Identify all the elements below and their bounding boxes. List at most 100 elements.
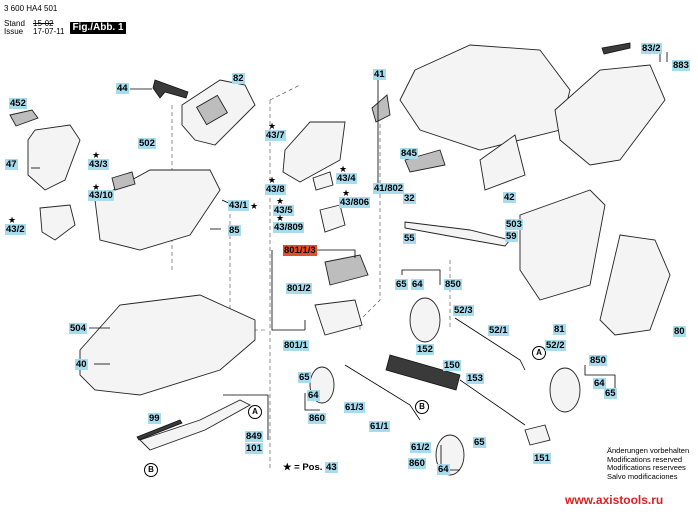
part-label-82[interactable]: 82 bbox=[232, 73, 245, 84]
lower-housing-40-shape bbox=[79, 294, 256, 396]
part-label-65[interactable]: 65 bbox=[473, 437, 486, 448]
part-label-43-2[interactable]: 43/2 bbox=[5, 224, 26, 235]
part-label-43-4[interactable]: 43/4 bbox=[336, 173, 357, 184]
part-label-85[interactable]: 85 bbox=[228, 225, 241, 236]
part-label-64[interactable]: 64 bbox=[307, 390, 320, 401]
part-label-41-802[interactable]: 41/802 bbox=[373, 183, 405, 194]
star-icon: ★ bbox=[268, 175, 277, 185]
part-label-83-2[interactable]: 83/2 bbox=[641, 43, 662, 54]
rear-cover-883-shape bbox=[554, 64, 666, 166]
part-label-152[interactable]: 152 bbox=[416, 344, 434, 355]
part-label-64[interactable]: 64 bbox=[411, 279, 424, 290]
part-label-65[interactable]: 65 bbox=[298, 372, 311, 383]
part-label-99[interactable]: 99 bbox=[148, 413, 161, 424]
part-label-43-7[interactable]: 43/7 bbox=[265, 130, 286, 141]
badge-452-shape bbox=[9, 109, 39, 127]
star-icon: ★ bbox=[250, 201, 259, 211]
part-label-41[interactable]: 41 bbox=[373, 69, 386, 80]
part-label-61-1[interactable]: 61/1 bbox=[369, 421, 390, 432]
front-cover-47-shape bbox=[27, 124, 81, 191]
part-41-flap-shape bbox=[371, 94, 391, 123]
deck-41-shape bbox=[399, 44, 571, 151]
shaft-153-shape bbox=[459, 379, 526, 426]
note-line: Änderungen vorbehalten bbox=[607, 446, 690, 455]
part-label-860[interactable]: 860 bbox=[308, 413, 326, 424]
part-label-59[interactable]: 59 bbox=[505, 231, 518, 242]
part-43-806-shape bbox=[319, 204, 346, 233]
part-label-504[interactable]: 504 bbox=[69, 323, 87, 334]
cover-keypad-shape bbox=[195, 94, 229, 126]
part-label-801-1[interactable]: 801/1 bbox=[283, 340, 309, 351]
part-label-61-2[interactable]: 61/2 bbox=[410, 442, 431, 453]
part-label-850[interactable]: 850 bbox=[589, 355, 607, 366]
part-label-43-10[interactable]: 43/10 bbox=[88, 190, 114, 201]
part-label-64[interactable]: 64 bbox=[593, 378, 606, 389]
part-label-153[interactable]: 153 bbox=[466, 373, 484, 384]
part-label-42[interactable]: 42 bbox=[503, 192, 516, 203]
marker-a: A bbox=[248, 405, 262, 419]
part-label-40[interactable]: 40 bbox=[75, 359, 88, 370]
star-icon: ★ bbox=[92, 182, 101, 192]
part-151-shape bbox=[524, 424, 551, 446]
part-label-32[interactable]: 32 bbox=[403, 193, 416, 204]
part-label-52-2[interactable]: 52/2 bbox=[545, 340, 566, 351]
grass-box-80-shape bbox=[599, 234, 671, 336]
motor-cover-43-7-shape bbox=[282, 121, 346, 183]
part-label-43-809[interactable]: 43/809 bbox=[273, 222, 305, 233]
issue-value: 17-07-11 bbox=[33, 27, 65, 36]
part-label-43-806[interactable]: 43/806 bbox=[339, 197, 371, 208]
leader-line bbox=[584, 365, 616, 390]
figure-label: Fig./Abb. 1 bbox=[70, 22, 126, 34]
part-label-55[interactable]: 55 bbox=[403, 233, 416, 244]
motor-801-1-shape bbox=[314, 299, 363, 336]
part-43-4-shape bbox=[312, 171, 334, 191]
blade-55-shape bbox=[404, 221, 511, 247]
part-label-43-8[interactable]: 43/8 bbox=[265, 184, 286, 195]
part-43-2-shape bbox=[39, 204, 76, 241]
part-label-81[interactable]: 81 bbox=[553, 324, 566, 335]
note-line: Modifications reservees bbox=[607, 463, 686, 472]
part-label-503[interactable]: 503 bbox=[505, 219, 523, 230]
note-line: Modifications reserved bbox=[607, 454, 683, 464]
note-line: Salvo modificaciones bbox=[607, 471, 678, 481]
part-43-10-shape bbox=[111, 171, 136, 191]
part-label-47[interactable]: 47 bbox=[5, 159, 18, 170]
part-label-850[interactable]: 850 bbox=[444, 279, 462, 290]
part-label-80[interactable]: 80 bbox=[673, 326, 686, 337]
part-label-151[interactable]: 151 bbox=[533, 453, 551, 464]
leader-line bbox=[304, 393, 320, 411]
part-number: 3 600 HA4 501 bbox=[4, 4, 58, 13]
part-label-43-3[interactable]: 43/3 bbox=[88, 159, 109, 170]
star-icon: ★ bbox=[276, 213, 285, 223]
part-label-64[interactable]: 64 bbox=[437, 464, 450, 475]
part-label-52-1[interactable]: 52/1 bbox=[488, 325, 509, 336]
part-label-860[interactable]: 860 bbox=[408, 458, 426, 469]
star-legend-pos[interactable]: 43 bbox=[325, 462, 338, 473]
part-label-849[interactable]: 849 bbox=[245, 431, 263, 442]
part-label-801-2[interactable]: 801/2 bbox=[286, 283, 312, 294]
part-label-801-1-3[interactable]: 801/1/3 bbox=[283, 245, 317, 256]
guide-line bbox=[269, 84, 301, 101]
part-label-452[interactable]: 452 bbox=[9, 98, 27, 109]
part-label-44[interactable]: 44 bbox=[116, 83, 129, 94]
part-label-883[interactable]: 883 bbox=[672, 60, 690, 71]
rod-61-1-shape bbox=[344, 364, 421, 421]
part-label-502[interactable]: 502 bbox=[138, 138, 156, 149]
guide-line bbox=[359, 110, 381, 330]
star-legend-text: ★ = Pos. bbox=[283, 462, 323, 473]
part-label-43-1[interactable]: 43/1 bbox=[228, 200, 249, 211]
part-label-65[interactable]: 65 bbox=[395, 279, 408, 290]
guard-42-shape bbox=[479, 134, 526, 191]
part-label-845[interactable]: 845 bbox=[400, 148, 418, 159]
part-label-65[interactable]: 65 bbox=[604, 388, 617, 399]
part-label-43-5[interactable]: 43/5 bbox=[273, 205, 294, 216]
part-label-61-3[interactable]: 61/3 bbox=[344, 402, 365, 413]
part-label-101[interactable]: 101 bbox=[245, 443, 263, 454]
guide-line bbox=[229, 200, 265, 331]
lever-849-shape bbox=[139, 399, 251, 451]
leader-line bbox=[271, 250, 306, 331]
part-label-150[interactable]: 150 bbox=[443, 360, 461, 371]
part-label-52-3[interactable]: 52/3 bbox=[453, 305, 474, 316]
